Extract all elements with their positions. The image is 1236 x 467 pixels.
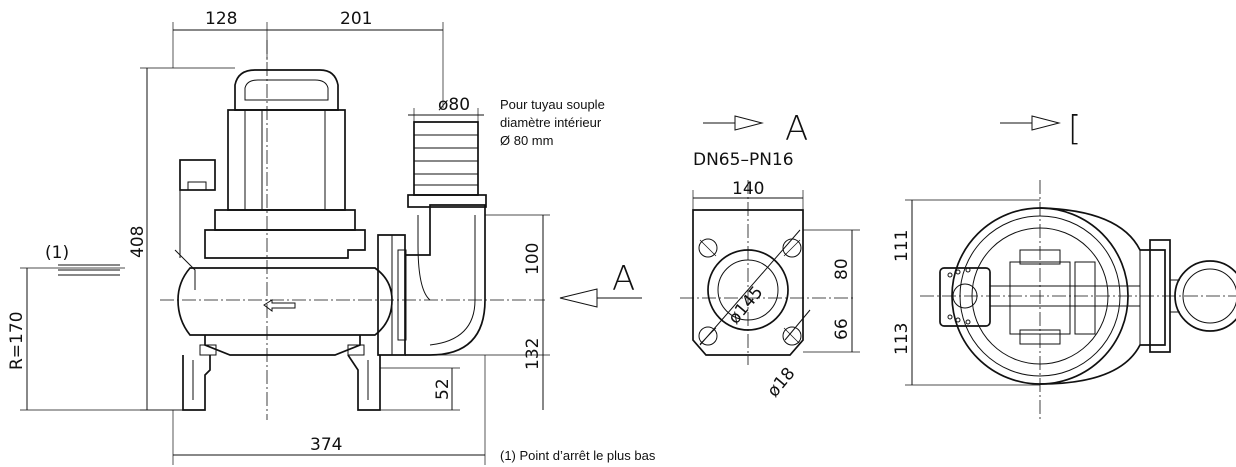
pump-front-view — [20, 22, 642, 465]
dim-111: 111 — [892, 230, 912, 262]
dim-80-diameter: ø80 — [438, 95, 470, 115]
dim-201: 201 — [340, 9, 372, 29]
dim-18-diameter: ø18 — [764, 364, 800, 401]
hose-note-line3: Ø 80 mm — [500, 133, 553, 148]
dim-140: 140 — [732, 179, 764, 199]
dim-r170: R=170 — [7, 311, 27, 370]
flange-title: DN65–PN16 — [693, 150, 794, 170]
view-c-label-top: [ — [1068, 109, 1081, 149]
pump-top-view — [905, 115, 1236, 420]
dim-80: 80 — [832, 258, 852, 280]
dim-145-diameter: ø145 — [725, 283, 768, 329]
dim-132: 132 — [523, 338, 543, 370]
dim-66: 66 — [832, 318, 852, 340]
dim-52: 52 — [433, 378, 453, 400]
dim-100: 100 — [523, 243, 543, 275]
dim-113: 113 — [892, 323, 912, 355]
hose-note-line2: diamètre intérieur — [500, 115, 602, 130]
dim-374: 374 — [310, 435, 342, 455]
flange-view — [680, 115, 860, 365]
view-a-label-top: A — [785, 109, 808, 149]
dim-128: 128 — [205, 9, 237, 29]
view-a-label-left: A — [612, 259, 635, 299]
dim-408: 408 — [128, 226, 148, 258]
footnote: (1) Point d’arrêt le plus bas — [500, 448, 656, 463]
hose-note-line1: Pour tuyau souple — [500, 97, 605, 112]
note-marker: (1) — [45, 243, 69, 263]
